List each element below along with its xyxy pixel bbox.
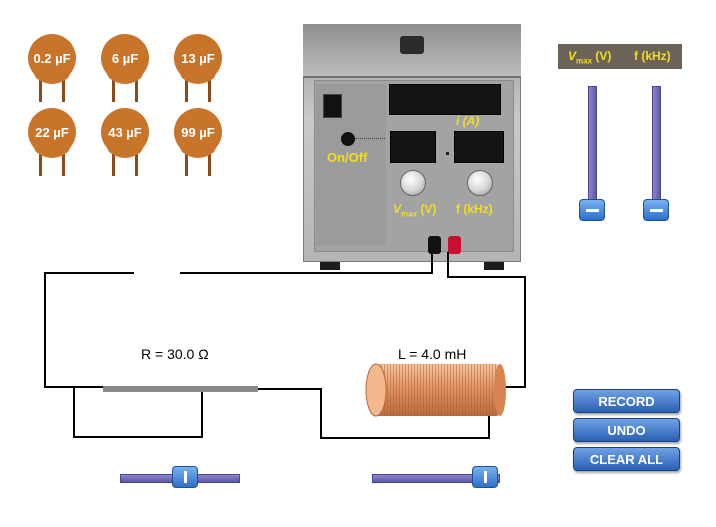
vmax-knob-label-sub: max <box>401 209 418 219</box>
capacitor-body <box>28 108 76 176</box>
thumb-grip <box>586 209 599 212</box>
thumb-grip <box>183 471 187 483</box>
thumb-grip <box>650 209 663 212</box>
vmax-knob-label: Vmax (V) <box>393 202 436 218</box>
inductor-slider-track[interactable] <box>372 474 500 483</box>
top-display <box>389 84 501 115</box>
wire-right-to-coil <box>504 386 526 388</box>
wire-top-mid <box>180 272 432 274</box>
thumb-grip <box>484 471 488 483</box>
vmax-slider-track[interactable] <box>588 86 597 212</box>
capacitor-label: 0.2 µF <box>33 51 71 66</box>
vmax-display <box>390 131 436 163</box>
clear-all-button[interactable]: CLEAR ALL <box>573 447 680 471</box>
capacitor-body <box>101 108 149 176</box>
power-supply-handle <box>400 36 424 54</box>
freq-display <box>454 131 504 163</box>
freq-slider-track[interactable] <box>652 86 661 212</box>
onoff-label: On/Off <box>327 150 368 165</box>
vmax-knob-label-unit: (V) <box>420 202 437 216</box>
wire-red-lead <box>447 252 449 278</box>
current-label: i (A) <box>456 114 480 128</box>
red-terminal <box>448 236 461 254</box>
power-supply-foot-right <box>484 262 504 270</box>
wire-coil-down <box>488 410 490 439</box>
freq-slider-thumb[interactable] <box>643 199 669 221</box>
capacitor[interactable]: 0.2 µF <box>22 34 82 106</box>
wire-mid-down <box>320 388 322 439</box>
capacitor-body <box>174 34 222 102</box>
wire-wiper <box>201 390 203 438</box>
onoff-button[interactable] <box>341 132 355 146</box>
wire-black-lead <box>431 252 433 274</box>
capacitor-label: 13 µF <box>181 51 215 66</box>
vmax-slider-label-sub: max <box>576 56 593 66</box>
wire-mid <box>256 388 322 390</box>
freq-knob[interactable] <box>467 170 493 196</box>
vmax-knob[interactable] <box>400 170 426 196</box>
wire-top-right <box>447 276 526 278</box>
resistor-slider-thumb[interactable] <box>171 466 198 488</box>
capacitor[interactable]: 13 µF <box>168 34 228 106</box>
record-button[interactable]: RECORD <box>573 389 680 413</box>
black-terminal <box>428 236 441 254</box>
capacitor-label: 43 µF <box>108 125 142 140</box>
wire-right-vertical <box>524 276 526 388</box>
resistor <box>103 386 258 392</box>
capacitor[interactable]: 43 µF <box>95 108 155 180</box>
freq-knob-label: f (kHz) <box>456 202 493 216</box>
wire-top-left <box>44 272 134 274</box>
wire-left-vertical <box>44 272 46 388</box>
inductor-slider-thumb[interactable] <box>472 466 499 488</box>
capacitor-label: 6 µF <box>111 51 139 66</box>
power-supply-foot-left <box>320 262 340 270</box>
display-dot <box>446 152 449 155</box>
onoff-indicator-line <box>355 138 385 140</box>
vmax-slider-thumb[interactable] <box>579 199 605 221</box>
vmax-knob-label-main: V <box>393 202 402 216</box>
slider-header: Vmax (V) f (kHz) <box>558 44 682 69</box>
inductor-label: L = 4.0 mH <box>398 346 467 362</box>
undo-button[interactable]: UNDO <box>573 418 680 442</box>
power-switch[interactable] <box>323 94 342 118</box>
capacitor[interactable]: 6 µF <box>95 34 155 106</box>
wire-bottom-right <box>320 437 490 439</box>
wire-bottom-left <box>73 436 203 438</box>
capacitor[interactable]: 99 µF <box>168 108 228 180</box>
vmax-slider-label-main: V <box>568 49 577 63</box>
capacitor-body <box>174 108 222 176</box>
capacitor-label: 22 µF <box>35 125 69 140</box>
capacitor-label: 99 µF <box>181 125 215 140</box>
freq-slider-label: f (kHz) <box>634 49 671 63</box>
vmax-slider-label: Vmax (V) <box>568 49 611 65</box>
resistor-label: R = 30.0 Ω <box>141 346 209 362</box>
inductor-coil <box>365 363 506 417</box>
vmax-slider-label-unit: (V) <box>595 49 612 63</box>
capacitor-body <box>28 34 76 102</box>
wire-left-lower <box>73 386 75 438</box>
capacitor-body <box>101 34 149 102</box>
capacitor[interactable]: 22 µF <box>22 108 82 180</box>
